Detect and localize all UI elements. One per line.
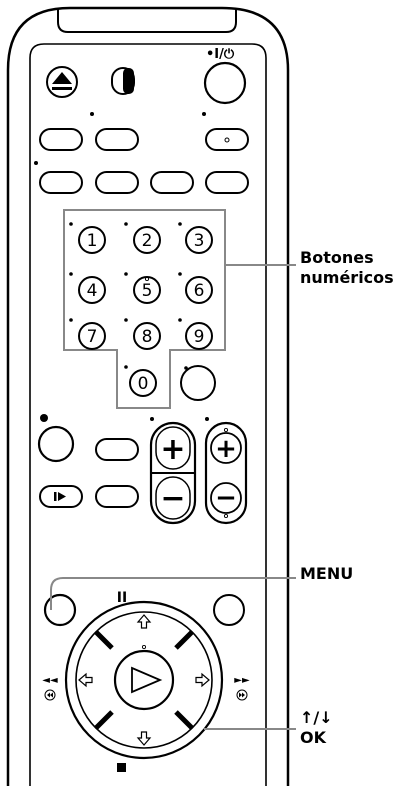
power-label: •I/⏻ [206, 47, 235, 62]
remote-body [6, 6, 290, 786]
digit-label: 1 [87, 231, 98, 251]
volume-plus-icon: + [215, 434, 237, 464]
round-button[interactable] [213, 594, 245, 626]
digit-button-0[interactable]: 0 [124, 365, 157, 397]
power-button[interactable] [203, 61, 247, 105]
function-button[interactable] [95, 171, 139, 194]
digit-button-7[interactable]: 7 [69, 318, 106, 350]
function-button[interactable] [95, 438, 139, 461]
arrow-down-icon[interactable] [136, 731, 152, 746]
channel-rocker[interactable] [149, 421, 197, 525]
forward-label: ►► [234, 675, 250, 686]
function-button[interactable] [39, 128, 83, 151]
callout-numeric-buttons: Botones numéricos [300, 248, 394, 288]
slow-play-button[interactable] [39, 485, 83, 508]
round-button[interactable] [180, 365, 216, 401]
arrow-right-icon[interactable] [195, 672, 210, 688]
function-button[interactable] [150, 171, 194, 194]
remote-inner-panel [29, 43, 267, 786]
function-button[interactable] [39, 171, 83, 194]
pause-label: II [117, 590, 127, 606]
stop-icon [117, 763, 126, 772]
digit-label: 0 [138, 374, 149, 394]
volume-rocker[interactable] [204, 421, 248, 525]
digit-button-6[interactable]: 6 [178, 272, 213, 304]
callout-menu: MENU [300, 564, 354, 583]
channel-plus-icon: + [160, 432, 185, 467]
record-button[interactable] [37, 425, 75, 463]
arrow-left-icon[interactable] [78, 672, 93, 688]
function-button[interactable] [95, 128, 139, 151]
function-button[interactable] [205, 171, 249, 194]
digit-label: 3 [194, 231, 205, 251]
digit-button-8[interactable]: 8 [124, 318, 161, 350]
digit-button-2[interactable]: 2 [124, 222, 161, 254]
digit-label: 7 [87, 327, 98, 347]
channel-minus-icon: − [160, 481, 185, 516]
digit-label: 5 [142, 281, 153, 301]
tv-video-switch-icon[interactable] [111, 67, 135, 95]
callout-ok: OK [300, 728, 326, 747]
function-button[interactable] [95, 485, 139, 508]
callout-numeric-line2: numéricos [300, 268, 394, 287]
arrow-up-icon[interactable] [136, 614, 152, 629]
eject-button[interactable] [46, 66, 78, 98]
play-ok-button[interactable] [113, 649, 175, 711]
digit-label: 2 [142, 231, 153, 251]
digit-button-3[interactable]: 3 [178, 222, 213, 254]
rewind-icon [44, 689, 56, 701]
callout-line-menu [50, 577, 296, 610]
callout-arrows-ok: ↑/↓ OK [300, 708, 333, 748]
small-function-button[interactable] [205, 128, 249, 151]
volume-minus-icon: − [215, 483, 237, 513]
digit-button-1[interactable]: 1 [69, 222, 106, 254]
rewind-label: ◄◄ [42, 675, 58, 686]
digit-label: 8 [142, 327, 153, 347]
remote-top-window [57, 8, 237, 33]
digit-button-5[interactable]: 5 [124, 272, 161, 304]
digit-button-9[interactable]: 9 [178, 318, 213, 350]
numeric-keypad-outline [63, 209, 226, 409]
digit-label: 6 [194, 281, 205, 301]
fast-forward-icon [236, 689, 248, 701]
callout-arrows: ↑/↓ [300, 708, 333, 727]
digit-label: 4 [87, 281, 98, 301]
menu-button[interactable] [43, 593, 77, 627]
digit-label: 9 [194, 327, 205, 347]
callout-numeric-line1: Botones [300, 248, 374, 267]
digit-button-4[interactable]: 4 [69, 272, 106, 304]
